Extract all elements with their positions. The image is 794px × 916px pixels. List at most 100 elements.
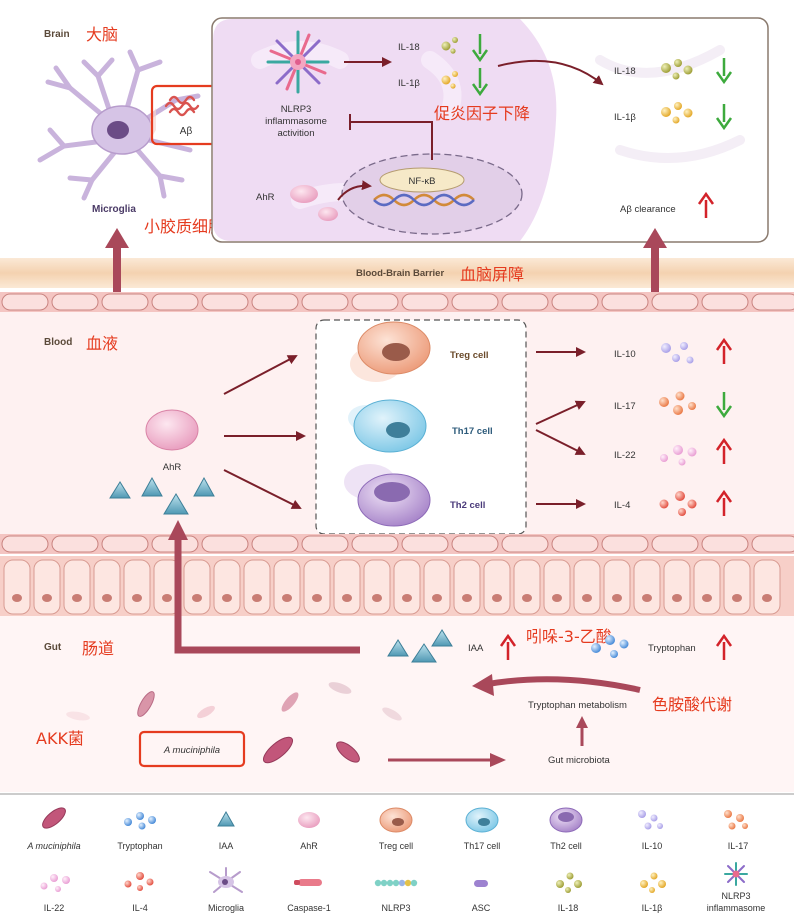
legend-label-nlrp3: NLRP3 [381, 903, 410, 913]
legend-label-treg: Treg cell [379, 841, 413, 851]
il17-label: IL-17 [614, 401, 636, 412]
right-il18-molecule-icon [661, 59, 693, 80]
right-il18-label: IL-18 [614, 66, 636, 77]
legend-label-caspase1: Caspase-1 [287, 903, 331, 913]
down-arrow-icon-right-il1b [715, 104, 733, 131]
th17-label: Th17 cell [452, 426, 493, 437]
akk-box-label: A muciniphila [163, 745, 220, 756]
gut-label-cn: 肠道 [82, 639, 114, 658]
metabolism-cn: 色胺酸代谢 [652, 695, 732, 714]
arrow-to-right-cytokines [497, 59, 604, 86]
nlrp3-label-line3: activition [278, 128, 315, 139]
il10-molecule-icon [661, 342, 694, 364]
bbb-band [0, 258, 794, 288]
legend-il22-icon [40, 874, 70, 892]
down-arrow-icon-il17 [715, 392, 733, 419]
th2-cell-icon [344, 464, 431, 527]
legend-microglia-icon [209, 867, 243, 893]
bbb-label: Blood-Brain Barrier [356, 268, 444, 279]
arrow-ahr-to-nucleus [337, 180, 372, 201]
legend-th2-icon [549, 807, 583, 833]
up-arrow-icon-il4 [715, 489, 733, 516]
abeta-clearance-label: Aβ clearance [620, 204, 676, 215]
legend-il17-icon [724, 810, 748, 830]
down-arrow-icon-il18 [471, 34, 489, 63]
blood-label: Blood [44, 337, 72, 348]
arrow-bacteria-to-microbiota [388, 753, 506, 767]
up-arrow-icon-tryptophan [715, 633, 733, 660]
legend-il10-icon [638, 810, 663, 830]
blood-iaa-icons [109, 476, 215, 515]
up-arrow-icon-il10 [715, 337, 733, 364]
nfkb-inhibit-line [349, 114, 433, 160]
arrow-th17-to-il22 [535, 429, 586, 455]
legend-label-microglia: Microglia [208, 903, 244, 913]
tryptophan-molecule-icon [591, 635, 629, 658]
down-arrow-icon-right-il18 [715, 58, 733, 85]
legend-label-il1b: IL-1β [642, 903, 663, 913]
cytokine-down-cn: 促炎因子下降 [434, 104, 530, 123]
brain-label: Brain [44, 29, 70, 40]
legend-il1b-icon [640, 872, 666, 893]
arrow-metabolism-to-iaa [487, 676, 641, 693]
arrow-up-to-microglia [105, 228, 129, 298]
legend-label-il4: IL-4 [132, 903, 148, 913]
th2-label: Th2 cell [450, 500, 485, 511]
legend-akk-icon [42, 807, 66, 829]
legend-treg-icon [379, 807, 413, 833]
nlrp3-label-line1: NLRP3 [281, 104, 312, 115]
arrow-ahr-to-th2 [223, 469, 302, 509]
endothelium-top [0, 292, 794, 312]
il4-label: IL-4 [614, 500, 630, 511]
arrow-gut-to-blood [168, 520, 360, 654]
microglia-label-cn: 小胶质细胞 [144, 217, 224, 236]
iaa-cn: 吲哚-3-乙酸 [526, 627, 612, 646]
abeta-label: Aβ [180, 126, 193, 137]
legend-il4-icon [124, 872, 154, 891]
right-il1b-molecule-icon [661, 102, 693, 124]
legend-nlrp3-inflammasome-icon [724, 862, 748, 886]
treg-cell-icon [350, 321, 431, 382]
legend-label-il22: IL-22 [44, 903, 65, 913]
legend-label-akk: A muciniphila [26, 841, 80, 851]
legend-caspase1-icon [294, 879, 322, 886]
legend-label-il10: IL-10 [642, 841, 663, 851]
gut-label: Gut [44, 642, 62, 653]
legend-ahr-icon [298, 812, 320, 828]
bbb-label-cn: 血脑屏障 [460, 265, 524, 284]
legend-label-il18: IL-18 [558, 903, 579, 913]
arrowhead-metabolism [472, 674, 494, 696]
legend-label-il17: IL-17 [728, 841, 749, 851]
nucleus-icon [341, 153, 523, 235]
brain-label-cn: 大脑 [86, 25, 118, 44]
il4-molecule-icon [659, 491, 697, 516]
up-arrow-icon-il22 [715, 437, 733, 464]
microbiota-label: Gut microbiota [548, 755, 610, 766]
up-arrow-icon-iaa [499, 633, 517, 660]
nlrp3-inflammasome-icon [266, 30, 330, 94]
nfkb-label: NF-κB [409, 176, 436, 187]
legend-label-ahr: AhR [300, 841, 318, 851]
legend-label-tryptophan: Tryptophan [117, 841, 162, 851]
blood-ahr-icon [145, 409, 199, 451]
akk-label-cn: AKK菌 [36, 729, 84, 748]
arrow-up-to-brain-panel [643, 228, 667, 298]
tryptophan-label: Tryptophan [648, 643, 696, 654]
arrow-microbiota-to-metabolism [576, 716, 588, 746]
legend-tryptophan-icon [124, 812, 156, 830]
legend-label-th2: Th2 cell [550, 841, 582, 851]
il1b-label: IL-1β [398, 78, 420, 89]
brain-ahr-label: AhR [256, 192, 275, 203]
th17-cell-icon [348, 399, 427, 453]
intestinal-epithelium [0, 556, 794, 616]
legend-label-iaa: IAA [219, 841, 234, 851]
il10-label: IL-10 [614, 349, 636, 360]
il1b-molecule-icon [441, 71, 458, 89]
legend-asc-icon [474, 880, 488, 887]
treg-label: Treg cell [450, 350, 489, 361]
legend-il18-icon [556, 872, 582, 893]
up-arrow-icon-clearance [697, 191, 715, 218]
microglia-label: Microglia [92, 204, 136, 215]
nlrp3-label-line2: inflammasome [265, 116, 327, 127]
